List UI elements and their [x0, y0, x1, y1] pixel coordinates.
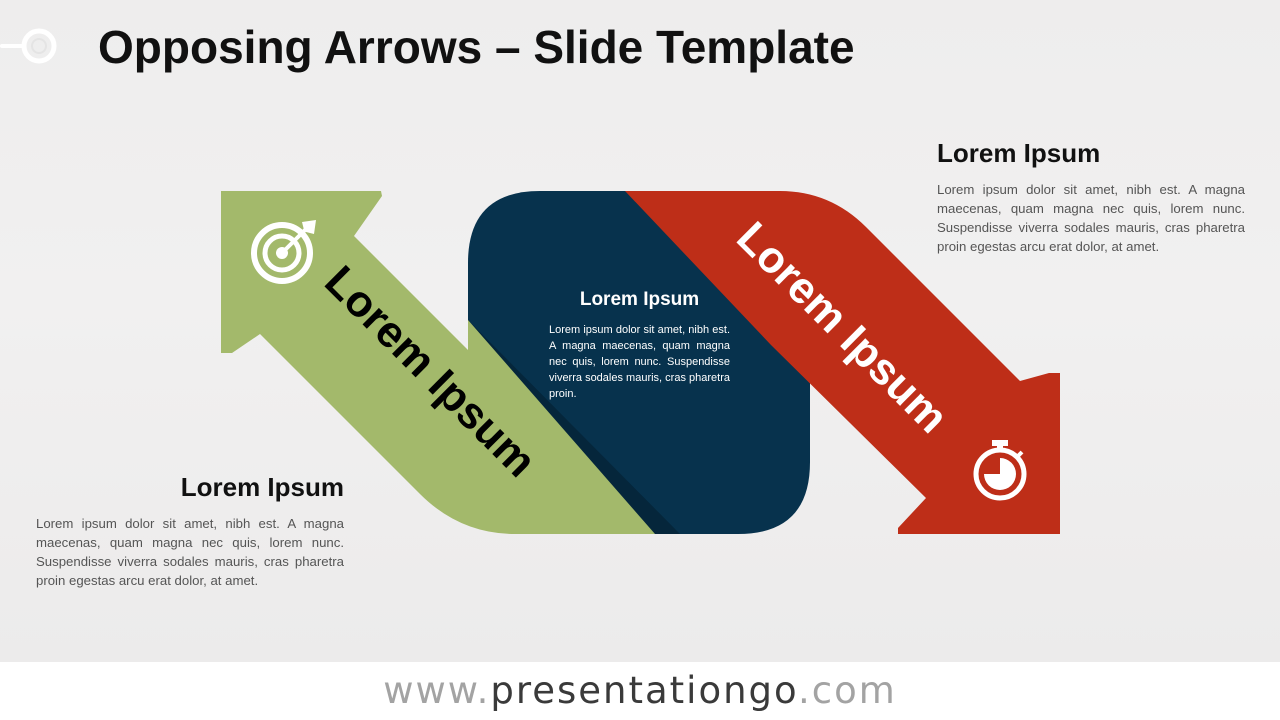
bottom-left-body-text: Lorem ipsum dolor sit amet, nibh est. A …: [36, 516, 344, 588]
stopwatch-icon: [973, 440, 1027, 501]
top-right-heading: Lorem Ipsum: [937, 138, 1101, 168]
footer-url-suffix: .com: [798, 669, 897, 712]
green-arrow: [221, 191, 655, 534]
opposing-arrows-diagram: [221, 191, 1060, 534]
page-title: Opposing Arrows – Slide Template: [98, 21, 855, 73]
center-body-text: Lorem ipsum dolor sit amet, nibh est. A …: [549, 324, 730, 400]
logo-mark-icon: [0, 28, 57, 64]
target-icon: [251, 220, 316, 284]
footer-url-brand: presentationgo: [490, 669, 799, 712]
top-right-body-text: Lorem ipsum dolor sit amet, nibh est. A …: [937, 182, 1245, 254]
footer-url-prefix: www.: [383, 669, 491, 712]
center-heading: Lorem Ipsum: [579, 289, 700, 310]
footer-bar: [0, 662, 1280, 720]
center-text-block: Lorem Ipsum Lorem ipsum dolor sit amet, …: [549, 288, 730, 402]
top-right-text-block: Lorem Ipsum Lorem ipsum dolor sit amet, …: [937, 138, 1245, 256]
bottom-left-text-block: Lorem Ipsum Lorem ipsum dolor sit amet, …: [36, 472, 344, 590]
footer-url[interactable]: www.presentationgo.com: [0, 668, 1280, 714]
green-arrow-shadow: [468, 320, 680, 534]
red-arrow: [625, 191, 1060, 534]
bottom-left-heading: Lorem Ipsum: [180, 472, 344, 502]
